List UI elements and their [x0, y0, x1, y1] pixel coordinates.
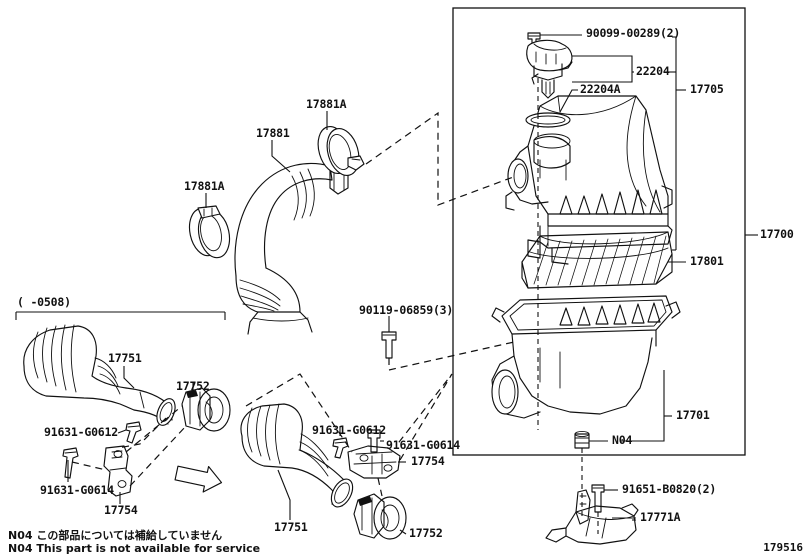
- hose-clamp-17881a-upper: [317, 125, 365, 177]
- footnote-text-en: This part is not available for service: [36, 542, 261, 555]
- callout-17881a-upper: 17881A: [306, 97, 347, 111]
- bolt-91631-g0614-a: [62, 447, 79, 479]
- footnote-code-jp: N04: [8, 529, 33, 542]
- inlet-hose-17751-b: [240, 403, 354, 508]
- callout-17700: 17700: [760, 227, 794, 241]
- drawing-number: 179516: [763, 541, 803, 554]
- air-intake-hose-17881: [234, 158, 349, 335]
- callout-22204: 22204: [636, 64, 670, 78]
- callout-17752-center: 17752: [409, 526, 443, 540]
- callout-17705: 17705: [690, 82, 724, 96]
- hose-clamp-17881a-left: [188, 205, 231, 259]
- callout-17701: 17701: [676, 408, 710, 422]
- callout-22204a: 22204A: [580, 82, 621, 96]
- footnote-japanese: N04 この部品については補給していません: [8, 527, 222, 543]
- direction-arrow-icon: [174, 465, 223, 493]
- bolt-91631-g0612-b: [332, 437, 349, 459]
- callout-17801: 17801: [690, 254, 724, 268]
- maf-sensor-22204: [525, 32, 573, 128]
- bolt-91631-g0612-a: [125, 421, 142, 444]
- footnote-english: N04 This part is not available for servi…: [8, 542, 260, 555]
- group-header-0508: ( -0508): [17, 295, 71, 309]
- mount-bracket-17771a: [545, 484, 639, 545]
- assembly-boundary-box: [452, 7, 746, 456]
- callout-17881a-left: 17881A: [184, 179, 225, 193]
- callout-leaders: [67, 34, 758, 535]
- callout-90119-06859: 90119-06859(3): [359, 303, 454, 317]
- callout-17752-left: 17752: [176, 379, 210, 393]
- callout-91631-g0614-center: 91631-G0614: [386, 438, 460, 452]
- callout-91651-b0820: 91651-B0820(2): [622, 482, 717, 496]
- group-bracket-0508: [15, 311, 226, 320]
- air-filter-element-17801: [521, 231, 673, 289]
- callout-91631-g0614-left: 91631-G0614: [40, 483, 114, 497]
- callout-17754-left: 17754: [104, 503, 138, 517]
- inlet-hose-17751-a: [23, 324, 176, 426]
- inlet-bracket-17754-a: [103, 445, 133, 497]
- air-cleaner-case-17701: [491, 295, 681, 449]
- case-bolt-90119: [381, 331, 397, 359]
- callout-17751-left: 17751: [108, 351, 142, 365]
- callout-17751-center: 17751: [274, 520, 308, 534]
- callout-17771a: 17771A: [640, 510, 681, 524]
- callout-17754-center: 17754: [411, 454, 445, 468]
- assembly-leader-lines: [71, 78, 599, 534]
- callout-91631-g0612-center: 91631-G0612: [312, 423, 386, 437]
- inlet-bracket-17754-b: [347, 445, 401, 479]
- callout-91631-g0612-left: 91631-G0612: [44, 425, 118, 439]
- callout-90099-00289: 90099-00289(2): [586, 26, 681, 40]
- air-cleaner-cap-17705: [505, 95, 673, 265]
- resonator-17752-a: [181, 387, 231, 432]
- footnote-text-jp: この部品については補給していません: [36, 529, 223, 542]
- callout-17881: 17881: [256, 126, 290, 140]
- footnote-code-en: N04: [8, 542, 33, 555]
- callout-n04-main: N04: [612, 433, 633, 447]
- resonator-17752-b: [353, 493, 407, 540]
